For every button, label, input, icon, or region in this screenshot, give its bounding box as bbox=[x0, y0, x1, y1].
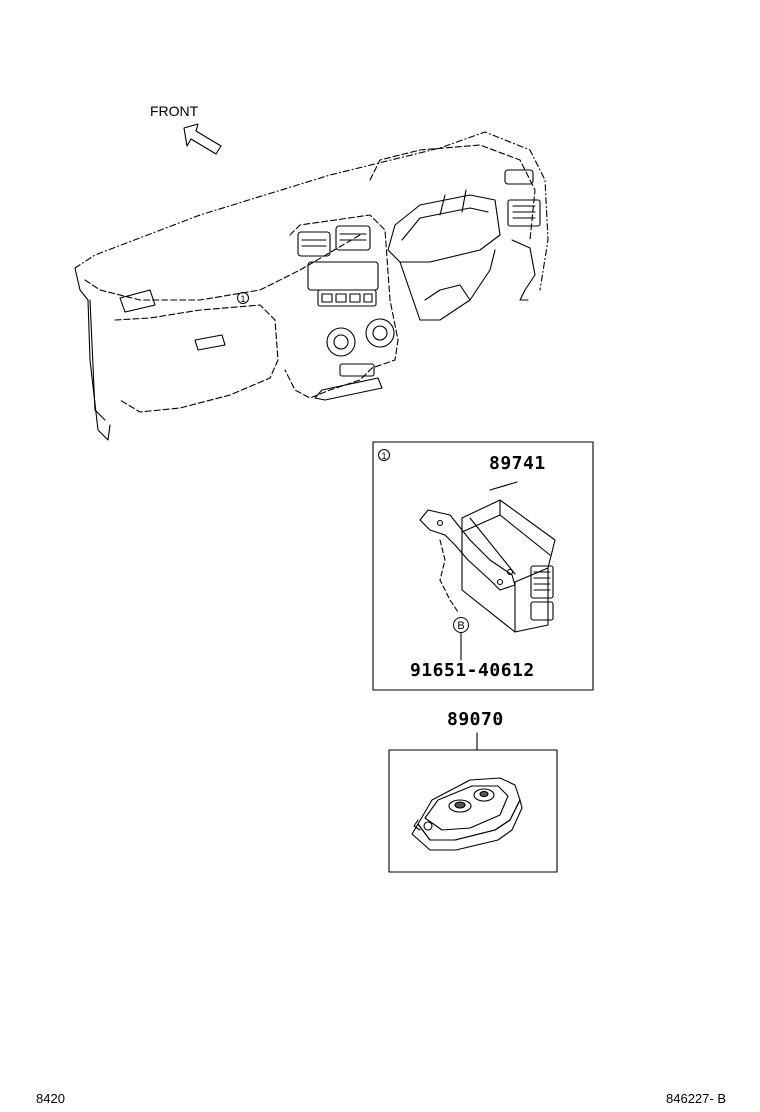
ref-marker-dashboard: 1 bbox=[237, 292, 249, 305]
bolt-tag-badge: B bbox=[453, 617, 469, 633]
ref-marker-module-box: 1 bbox=[378, 449, 390, 462]
page-code-right: 846227- B bbox=[666, 1091, 726, 1106]
module-frame bbox=[372, 441, 594, 691]
part-number-transmitter[interactable]: 89070 bbox=[447, 709, 504, 730]
part-number-module[interactable]: 89741 bbox=[489, 453, 546, 474]
security-module-unit bbox=[419, 481, 556, 661]
part-number-bolt[interactable]: 91651-40612 bbox=[410, 660, 535, 681]
page-code-left: 8420 bbox=[36, 1091, 65, 1106]
dashboard-illustration bbox=[74, 131, 549, 441]
transmitter-frame bbox=[388, 749, 558, 873]
front-arrow-icon bbox=[183, 123, 222, 155]
front-label: FRONT bbox=[150, 103, 199, 119]
key-fob-icon bbox=[411, 777, 523, 851]
